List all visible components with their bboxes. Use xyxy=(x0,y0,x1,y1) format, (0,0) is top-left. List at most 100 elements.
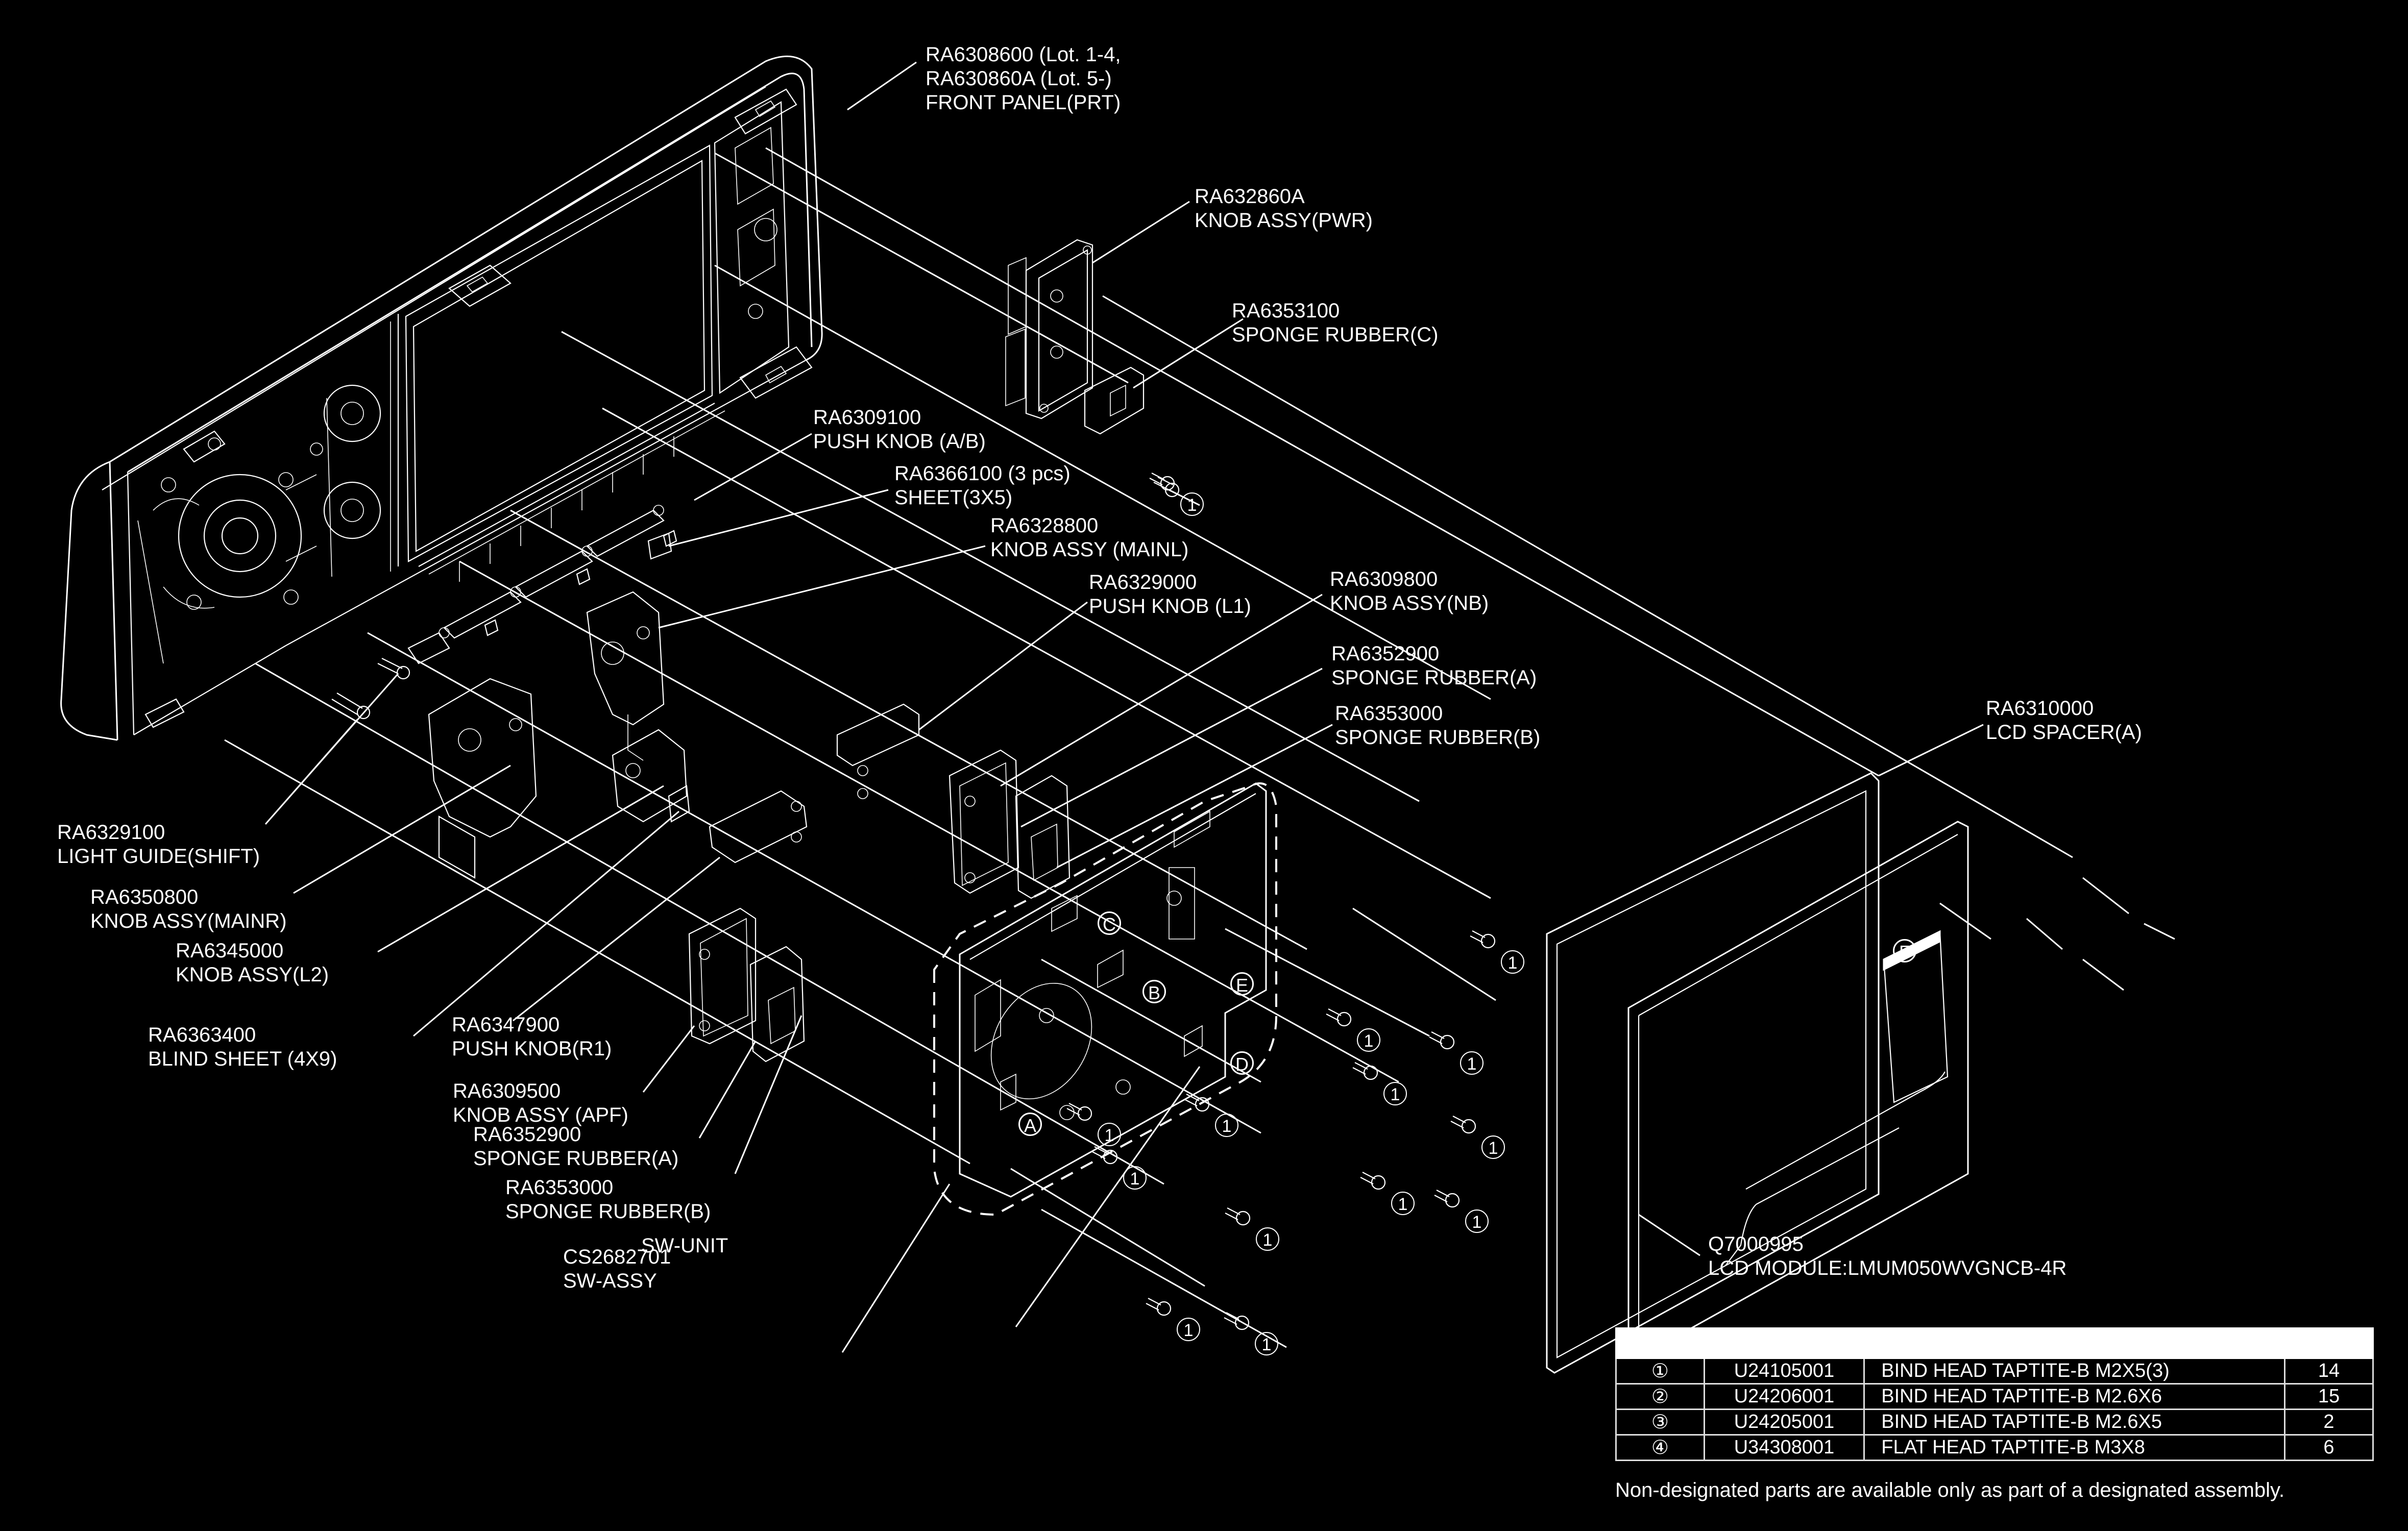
screw-ref: ① xyxy=(1615,1357,1705,1385)
part-number: Q7000995 xyxy=(1708,1233,1804,1255)
part-name: SPONGE RUBBER(B) xyxy=(505,1200,711,1223)
screw-icon xyxy=(1225,1208,1250,1225)
part-number: RA6353000 xyxy=(1335,702,1443,725)
screw-marker: 1 xyxy=(1215,1114,1238,1137)
part-name: SPONGE RUBBER(B) xyxy=(1335,726,1541,749)
header-cell xyxy=(1863,1327,2285,1359)
table-row: ② U24206001 BIND HEAD TAPTITE-B M2.6X6 1… xyxy=(1615,1383,2374,1410)
screw-marker: 1 xyxy=(1465,1209,1489,1233)
screw-icon xyxy=(1184,1094,1209,1111)
callout-sponge-rubber-b-left: RA6353000 SPONGE RUBBER(B) xyxy=(505,1176,711,1224)
part-number: RA6308600 (Lot. 1-4, xyxy=(926,43,1121,66)
callout-light-guide: RA6329100 LIGHT GUIDE(SHIFT) xyxy=(57,821,260,869)
callout-lcd-module: Q7000995 LCD MODULE:LMUM050WVGNCB-4R xyxy=(1708,1232,2066,1280)
knob-l2-part xyxy=(613,730,687,822)
header-cell xyxy=(1615,1327,1705,1359)
knob-apf-part xyxy=(689,908,756,1044)
callout-sheet-3x5: RA6366100 (3 pcs) SHEET(3X5) xyxy=(894,462,1071,510)
screw-code: U34308001 xyxy=(1703,1434,1865,1461)
screw-ref: ④ xyxy=(1615,1434,1705,1461)
connector-marker-d: D xyxy=(1230,1051,1254,1075)
callout-sw-assy: CS2682701 SW-ASSY xyxy=(563,1245,671,1293)
part-name: PUSH KNOB(R1) xyxy=(452,1038,612,1060)
screw-ref: ② xyxy=(1615,1383,1705,1410)
knob-mainl-part xyxy=(587,592,664,760)
knob-nb-part xyxy=(950,750,1018,893)
screw-icon xyxy=(1451,1116,1475,1133)
part-number: RA6309500 xyxy=(453,1080,561,1102)
part-name: SPONGE RUBBER(C) xyxy=(1232,324,1439,346)
screw-description: FLAT HEAD TAPTITE-B M3X8 xyxy=(1863,1434,2285,1461)
push-knob-r1-part xyxy=(710,791,807,862)
screw-marker: 1 xyxy=(1460,1051,1483,1075)
connector-marker-e: E xyxy=(1230,972,1254,996)
screw-marker: 1 xyxy=(1123,1166,1147,1190)
assembly-axis-lines xyxy=(225,148,2175,1347)
screw-ref: ③ xyxy=(1615,1409,1705,1436)
callout-sw-unit: SW-UNIT xyxy=(641,1234,728,1258)
screw-icon xyxy=(1434,1190,1459,1207)
callout-front-panel: RA6308600 (Lot. 1-4, RA630860A (Lot. 5-)… xyxy=(926,43,1121,115)
push-knob-strip-part xyxy=(408,505,676,663)
screw-icon xyxy=(1429,1032,1454,1049)
screw-marker: 1 xyxy=(1180,492,1204,516)
part-name: KNOB ASSY(PWR) xyxy=(1195,209,1373,232)
part-name: SW-UNIT xyxy=(641,1234,728,1257)
header-cell xyxy=(2283,1327,2374,1359)
screw-code: U24205001 xyxy=(1703,1409,1865,1436)
sw-unit-pcb-part xyxy=(960,783,1266,1197)
screw-icon xyxy=(1353,1063,1377,1079)
part-number: RA6352900 xyxy=(473,1123,581,1146)
table-row: ③ U24205001 BIND HEAD TAPTITE-B M2.6X5 2 xyxy=(1615,1409,2374,1436)
screw-icon xyxy=(1067,1103,1091,1120)
part-number: RA6345000 xyxy=(176,940,284,962)
part-name: SPONGE RUBBER(A) xyxy=(1331,666,1537,689)
screw-marker: 1 xyxy=(1481,1135,1505,1159)
knob-pwr-part xyxy=(1006,240,1092,418)
callout-knob-apf: RA6309500 KNOB ASSY (APF) xyxy=(453,1079,628,1127)
part-number: CS2682701 xyxy=(563,1246,671,1268)
callout-push-knob-l1: RA6329000 PUSH KNOB (L1) xyxy=(1089,571,1251,619)
screw-icon xyxy=(1224,1313,1249,1329)
part-number: RA6347900 xyxy=(452,1014,560,1036)
part-number: RA6329000 xyxy=(1089,571,1197,594)
screw-qty: 2 xyxy=(2283,1409,2374,1436)
callout-sponge-rubber-c: RA6353100 SPONGE RUBBER(C) xyxy=(1232,299,1439,347)
part-number: RA6329100 xyxy=(57,821,165,844)
callout-sponge-rubber-b-right: RA6353000 SPONGE RUBBER(B) xyxy=(1335,702,1540,750)
part-number: RA6309100 xyxy=(813,406,921,429)
part-name: FRONT PANEL(PRT) xyxy=(926,91,1121,114)
screw-icon xyxy=(1360,1172,1385,1189)
callout-blind-sheet: RA6363400 BLIND SHEET (4X9) xyxy=(148,1023,337,1071)
sponge-rubber-c-part xyxy=(1085,367,1144,434)
part-name: KNOB ASSY (MAINL) xyxy=(990,538,1189,561)
callout-sponge-rubber-a-right: RA6352900 SPONGE RUBBER(A) xyxy=(1331,642,1537,690)
screw-marker: 1 xyxy=(1501,950,1524,974)
part-name: PUSH KNOB (A/B) xyxy=(813,430,986,453)
part-number: RA6309800 xyxy=(1330,568,1438,590)
part-name: LIGHT GUIDE(SHIFT) xyxy=(57,845,260,868)
screw-code: U24206001 xyxy=(1703,1383,1865,1410)
table-header-row xyxy=(1615,1327,2374,1359)
screw-qty: 6 xyxy=(2283,1434,2374,1461)
callout-knob-mainr: RA6350800 KNOB ASSY(MAINR) xyxy=(90,885,287,933)
screw-marker: 1 xyxy=(1256,1227,1279,1251)
callout-knob-mainl: RA6328800 KNOB ASSY (MAINL) xyxy=(990,514,1188,562)
part-number: RA6353100 xyxy=(1232,300,1340,322)
part-name: KNOB ASSY (APF) xyxy=(453,1104,628,1126)
part-name: SPONGE RUBBER(A) xyxy=(473,1147,679,1170)
connector-marker-a: A xyxy=(1018,1113,1042,1136)
screw-marker: 1 xyxy=(1357,1028,1380,1052)
sw-assy-outline xyxy=(934,783,1276,1215)
part-number: RA6350800 xyxy=(90,886,199,908)
part-name: BLIND SHEET (4X9) xyxy=(148,1048,337,1070)
callout-sponge-rubber-a-left: RA6352900 SPONGE RUBBER(A) xyxy=(473,1123,678,1171)
part-number: RA6328800 xyxy=(990,514,1099,537)
callout-knob-l2: RA6345000 KNOB ASSY(L2) xyxy=(176,939,329,987)
screw-marker: 1 xyxy=(1255,1332,1278,1355)
screw-icon xyxy=(1092,1147,1117,1164)
part-number: RA6310000 xyxy=(1986,697,2094,720)
callout-lcd-spacer: RA6310000 LCD SPACER(A) xyxy=(1986,697,2142,745)
